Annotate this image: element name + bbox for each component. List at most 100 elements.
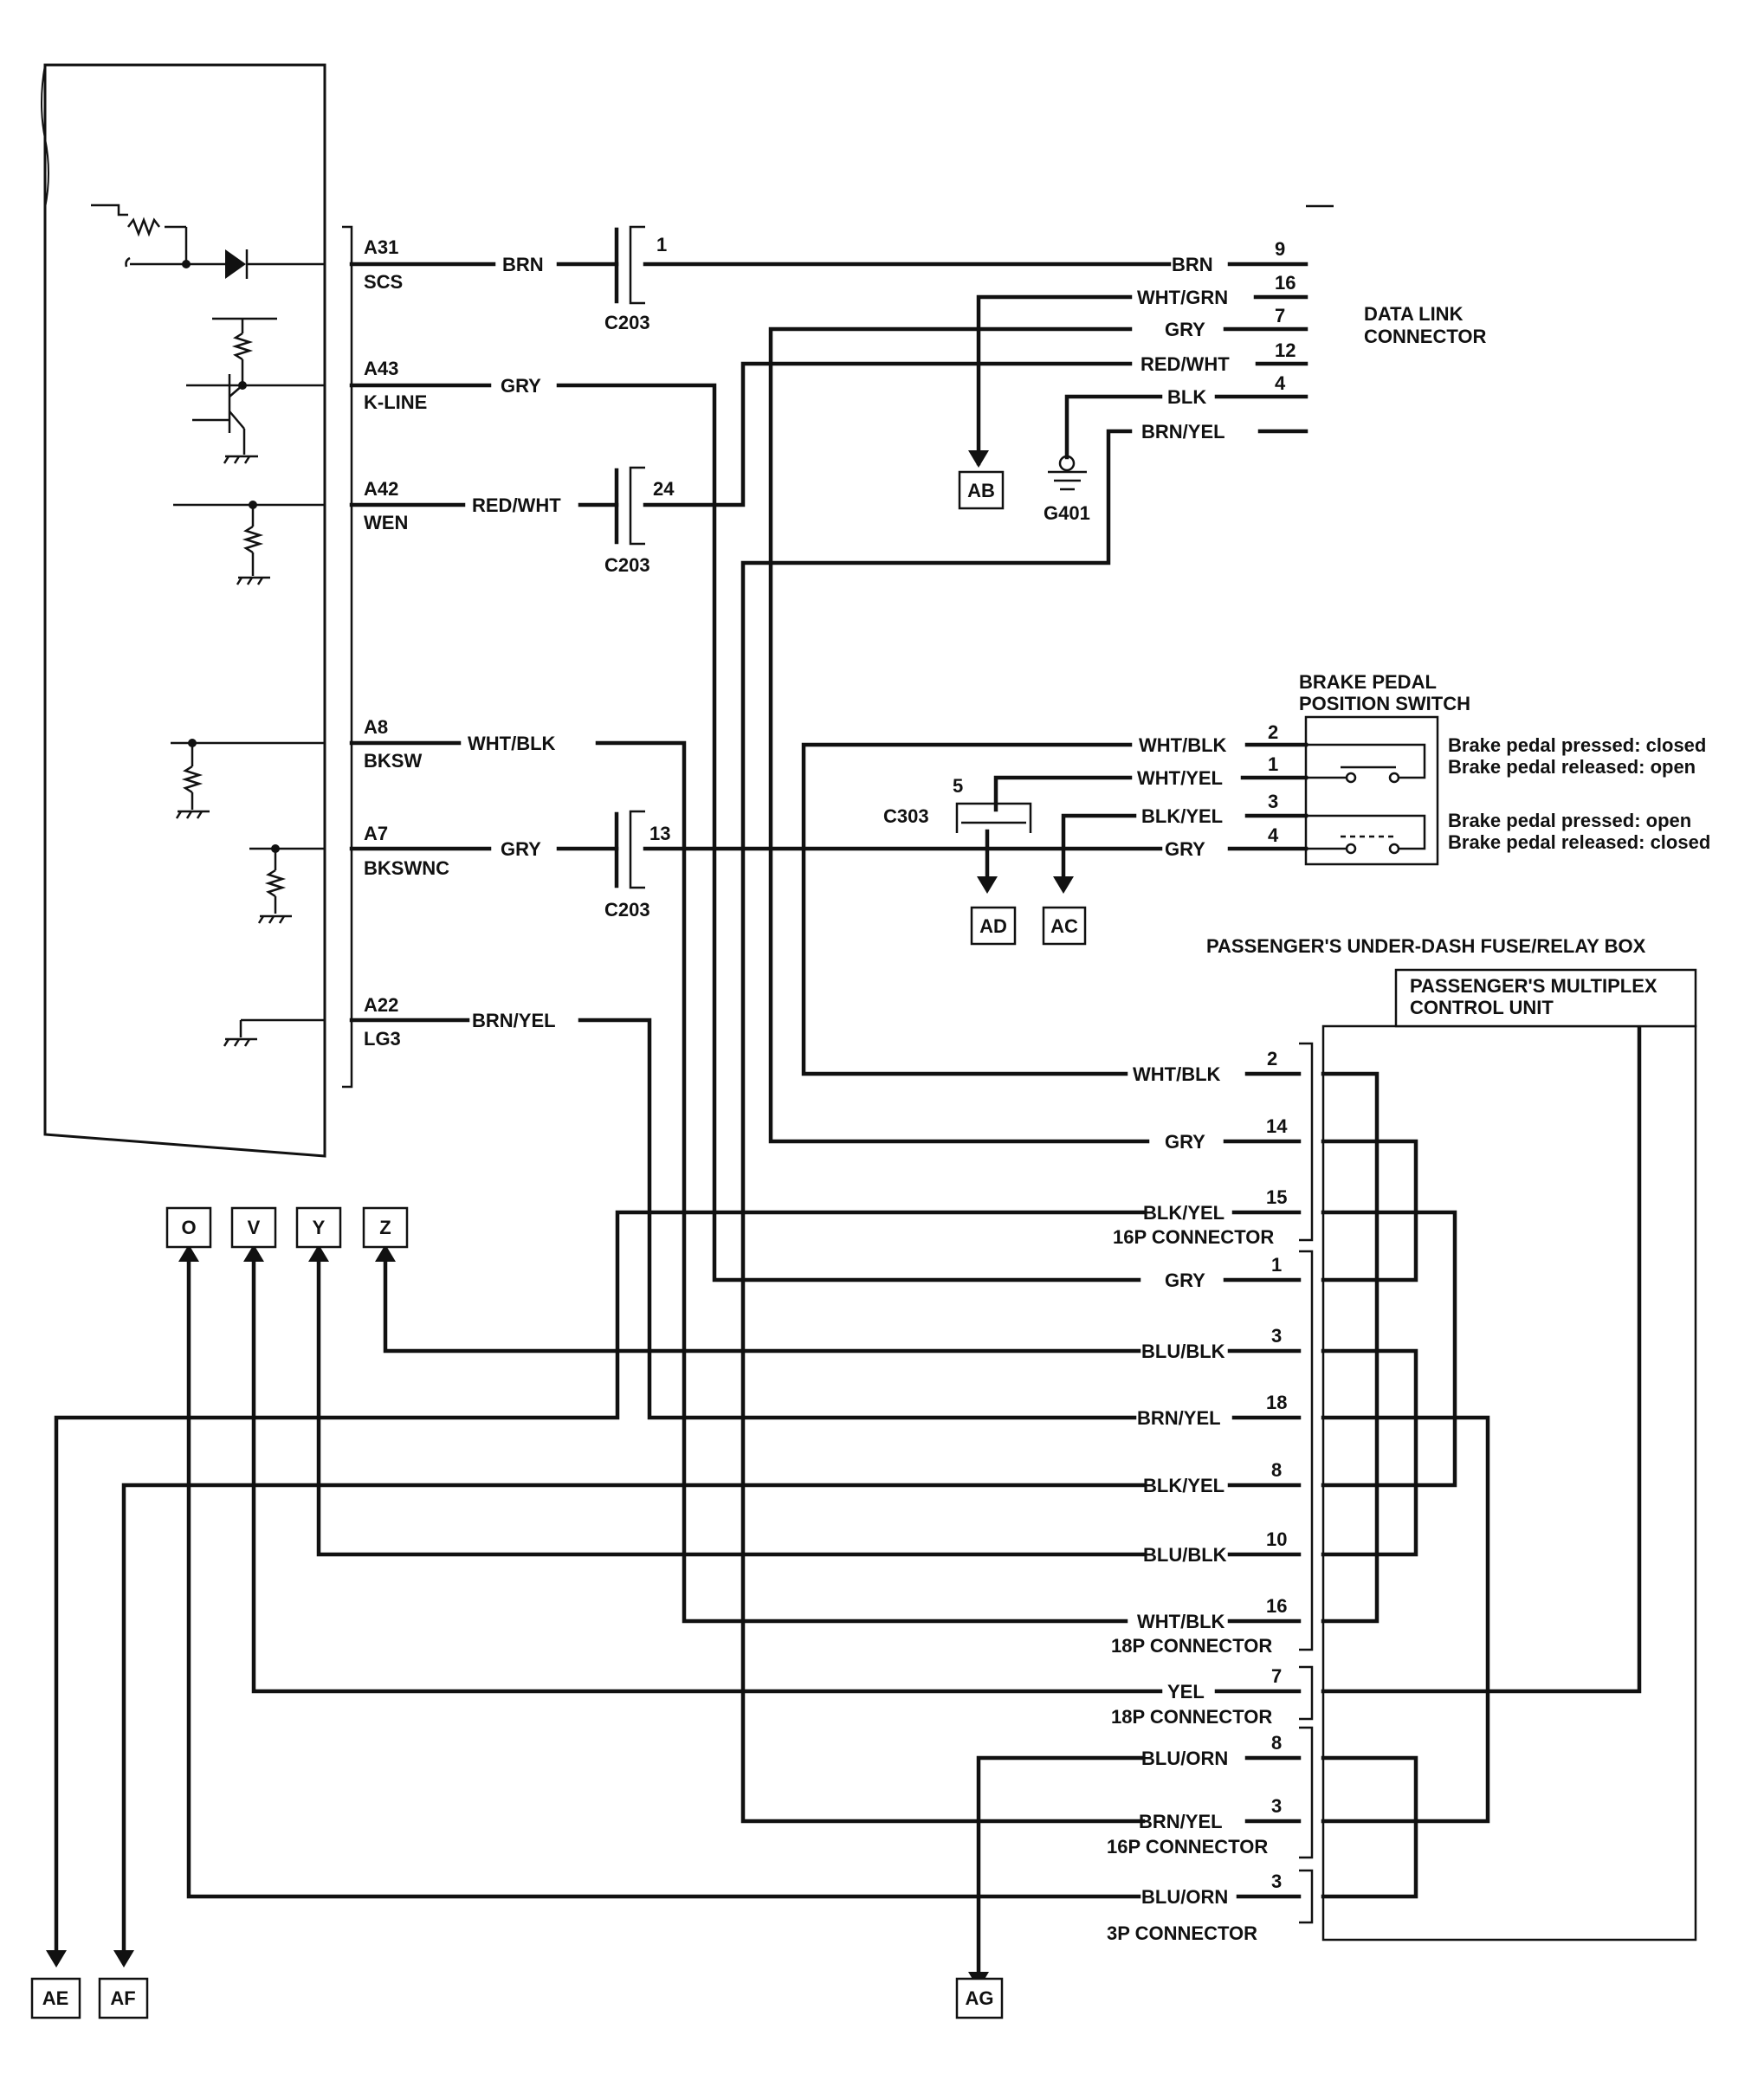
dlc-wire-wht-grn: WHT/GRN [1137,287,1228,308]
mpcu-pin-8a: 8 [1271,1459,1282,1481]
brake-pin-3: 3 [1268,791,1278,812]
mpcu-pin-1: 1 [1271,1254,1282,1276]
mpcu-pin-labels: WHT/BLK 2 GRY 14 BLK/YEL 15 16P CONNECTO… [1107,1048,1288,1944]
mpcu-pin-15: 15 [1266,1186,1287,1208]
mpcu-pin-8b: 8 [1271,1732,1282,1754]
brake-wire-blk-yel: BLK/YEL [1141,805,1223,827]
mpcu-wire-3b: BRN/YEL [1139,1811,1223,1832]
mpcu-pin-2: 2 [1267,1048,1277,1069]
wire-label-wht-blk-bksw: WHT/BLK [468,733,556,754]
ecm-pin-A7: A7 [364,823,388,844]
mpcu-pin-16: 16 [1266,1595,1287,1617]
fuse-relay-box: PASSENGER'S UNDER-DASH FUSE/RELAY BOX PA… [1206,935,1697,1942]
ref-z: Z [379,1217,391,1238]
brake-note-2: Brake pedal released: open [1448,756,1696,778]
c203-pin-13: 13 [649,823,670,844]
brake-switch-title-line2: POSITION SWITCH [1299,693,1470,714]
c203-label-1: C203 [604,312,650,333]
dlc-pin-12: 12 [1275,339,1296,361]
ecm-signal-K-LINE: K-LINE [364,391,427,413]
wire-label-gry-kline: GRY [501,375,541,397]
mpcu-pin-3b: 3 [1271,1795,1282,1817]
ecm-pin-labels: A31 SCS A43 K-LINE A42 WEN A8 BKSW A7 BK… [364,236,449,1050]
dlc-wire-blk: BLK [1167,386,1206,408]
ground-g401: G401 [1044,455,1090,524]
c203-label-3: C203 [604,899,650,921]
ref-box-ag [955,1977,1004,2019]
mpcu-wire-1: GRY [1165,1270,1205,1291]
ecm-pin-A31: A31 [364,236,398,258]
ecm-block [41,63,353,1158]
brake-pin-1: 1 [1268,753,1278,775]
ref-ac: AC [1050,915,1078,937]
mpcu-pin-14: 14 [1266,1115,1288,1137]
dlc-wire-brn: BRN [1172,254,1213,275]
ref-af: AF [110,1987,135,2009]
mpcu-title-line2: CONTROL UNIT [1410,997,1554,1018]
dlc-wire-gry: GRY [1165,319,1205,340]
wire-label-red-wht: RED/WHT [472,494,561,516]
ref-v: V [248,1217,261,1238]
mpcu-wire-8a: BLK/YEL [1143,1475,1224,1496]
wire-label-gry-bkswnc: GRY [501,838,541,860]
connector-16p-b: 16P CONNECTOR [1107,1836,1268,1858]
dlc-pin-4: 4 [1275,372,1286,394]
dlc-title-line2: CONNECTOR [1364,326,1486,347]
ecm-signal-SCS: SCS [364,271,403,293]
ecm-signal-LG3: LG3 [364,1028,401,1050]
ref-box-y [295,1206,342,1249]
data-link-connector: DATA LINK CONNECTOR BRN 9 WHT/GRN 16 GRY… [1137,204,1486,443]
dlc-title-line1: DATA LINK [1364,303,1464,325]
ref-box-z [362,1206,409,1249]
c303-label: C303 [883,805,929,827]
wires [46,262,1642,1989]
c303-connector: C303 5 [883,775,1032,833]
ecm-pin-A22: A22 [364,994,398,1016]
mpcu-pin-7: 7 [1271,1665,1282,1687]
ref-o: O [181,1217,196,1238]
dlc-pin-16: 16 [1275,272,1296,294]
ecm-pin-A43: A43 [364,358,398,379]
connector-18p-b: 18P CONNECTOR [1111,1706,1272,1728]
reference-boxes: AB AD AC O V Y Z AE AF AG [30,470,1087,2019]
ref-box-ad [970,906,1017,946]
mpcu-wire-16: WHT/BLK [1137,1611,1225,1632]
mpcu-wire-10: BLU/BLK [1143,1544,1227,1566]
c203-connectors [614,225,645,889]
mpcu-title-line1: PASSENGER'S MULTIPLEX [1410,975,1657,997]
brake-pin-2: 2 [1268,721,1278,743]
dlc-pin-7: 7 [1275,305,1285,326]
ecm-signal-WEN: WEN [364,512,408,533]
mpcu-wire-7: YEL [1167,1681,1205,1703]
ref-ag: AG [966,1987,994,2009]
c203-pin-24: 24 [653,478,675,500]
ecm-signal-BKSW: BKSW [364,750,422,772]
mpcu-wire-2: WHT/BLK [1133,1063,1221,1085]
wire-label-brn-yel-lg3: BRN/YEL [472,1010,556,1031]
ref-box-ab [958,470,1005,510]
c203-pin-1: 1 [656,234,667,255]
ground-label: G401 [1044,502,1090,524]
diode-icon [225,249,246,279]
brake-note-3: Brake pedal pressed: open [1448,810,1691,831]
ref-ab: AB [967,480,995,501]
mpcu-pin-10: 10 [1266,1528,1287,1550]
mpcu-wire-8b: BLU/ORN [1141,1748,1228,1769]
mpcu-wire-15: BLK/YEL [1143,1202,1224,1224]
ecm-pin-A8: A8 [364,716,388,738]
brake-pin-4: 4 [1268,824,1279,846]
mpcu-wire-14: GRY [1165,1131,1205,1153]
dlc-wire-red-wht: RED/WHT [1140,353,1230,375]
brake-wire-wht-yel: WHT/YEL [1137,767,1223,789]
ecm-pin-A42: A42 [364,478,398,500]
ref-box-v [230,1206,277,1249]
brake-note-4: Brake pedal released: closed [1448,831,1710,853]
ref-box-ac [1042,906,1087,946]
brake-note-1: Brake pedal pressed: closed [1448,734,1706,756]
brake-switch-title-line1: BRAKE PEDAL [1299,671,1437,693]
ref-box-o [165,1206,212,1249]
wire-label-brn: BRN [502,254,544,275]
brake-wire-wht-blk: WHT/BLK [1139,734,1227,756]
c303-pin: 5 [953,775,963,797]
